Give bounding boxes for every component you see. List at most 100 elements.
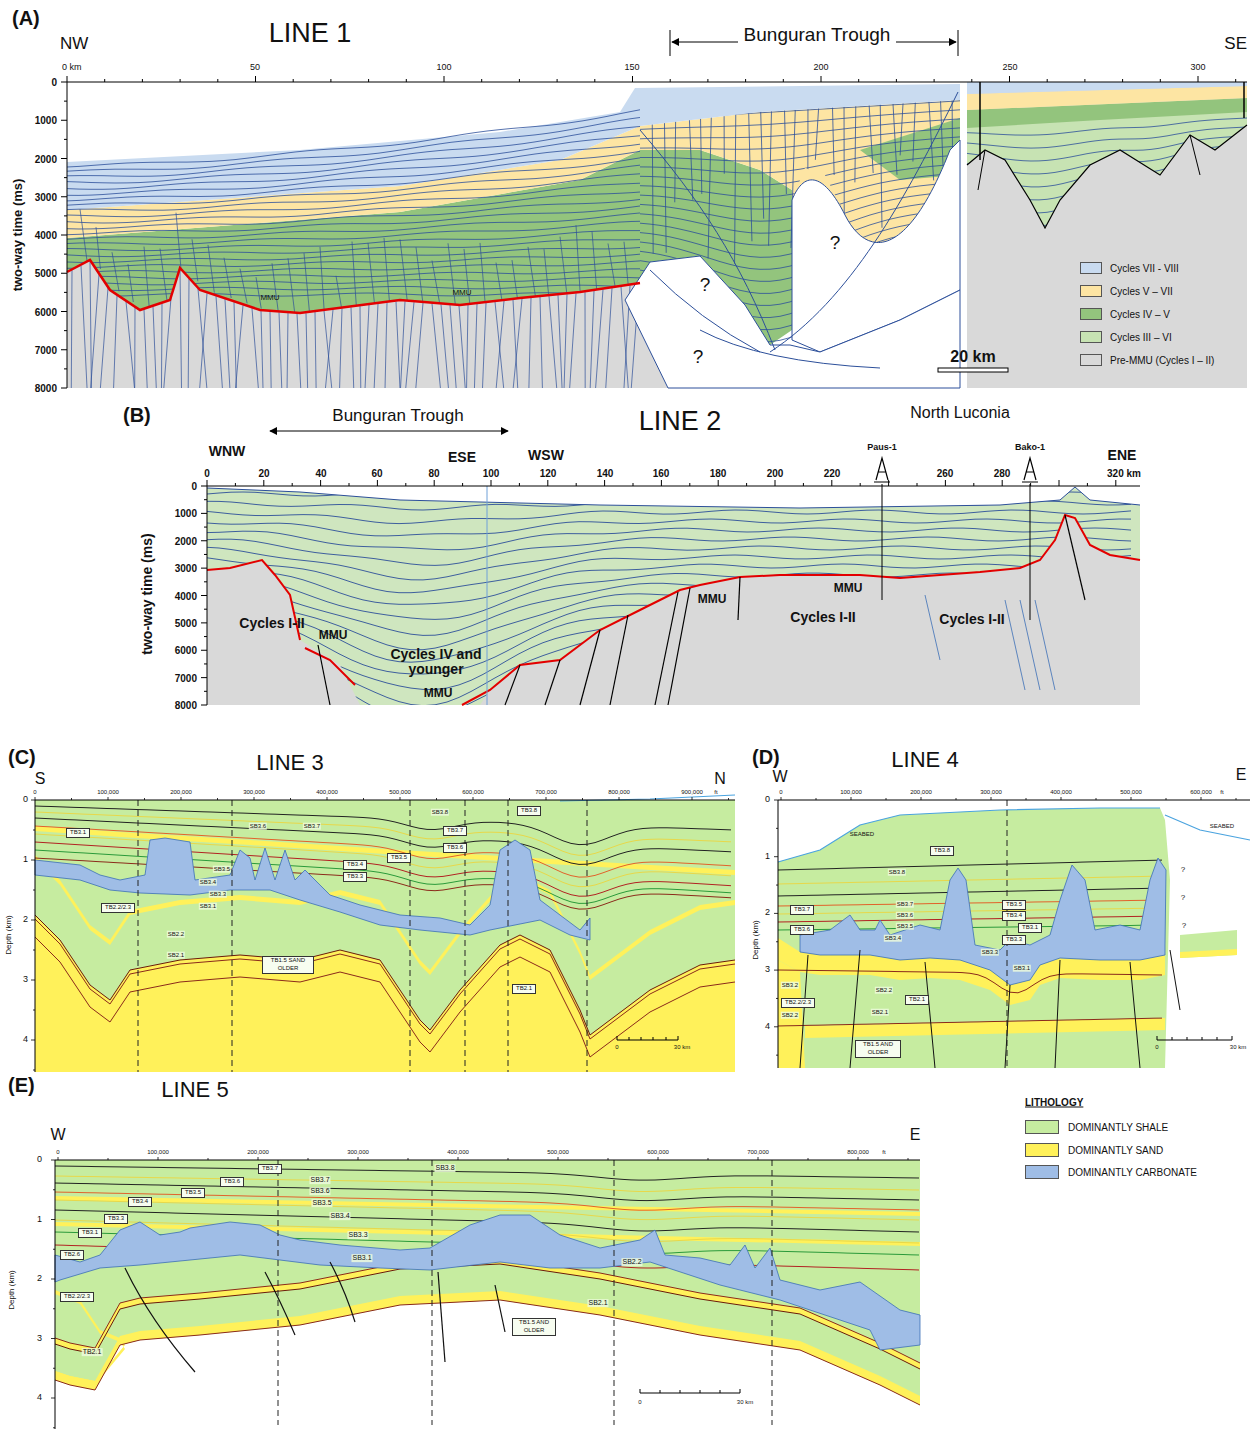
unit-name: TB2.1 (515, 985, 533, 993)
question-mark: ? (693, 347, 704, 368)
fault-line (360, 306, 362, 388)
fault-line (216, 296, 222, 388)
line-5-section (55, 1160, 920, 1429)
fault-line (760, 86, 764, 219)
legend-text: Cycles IV – V (1110, 309, 1170, 320)
tick-mark (546, 797, 547, 800)
fault-line (441, 304, 448, 388)
fault-line (71, 270, 73, 388)
unit-box: TB3.3 (104, 1214, 128, 1224)
horizon-label: MMU (452, 289, 471, 298)
fault-line (188, 279, 190, 388)
trough-bracket (670, 30, 671, 56)
tick-label: 100,000 (840, 789, 862, 796)
post-mmu-fill (207, 486, 1140, 705)
tick-mark (816, 798, 817, 800)
shale-fill (55, 1160, 920, 1405)
legend-text: DOMINANTLY CARBONATE (1068, 1167, 1197, 1178)
shale-fill (1180, 930, 1237, 958)
tick-label: 250 (1002, 63, 1017, 73)
tick-mark (619, 797, 620, 800)
unit-name: TB3.3 (346, 873, 364, 881)
fault-line (675, 86, 676, 202)
tick-mark (61, 120, 67, 121)
fault-line (650, 270, 760, 352)
direction-label: WNW (209, 444, 246, 459)
fault-line (126, 302, 134, 388)
tick-mark (973, 483, 974, 486)
horizon-label: SB2.2 (621, 1258, 642, 1266)
tick-mark (51, 1338, 55, 1339)
tick-label: 8000 (175, 700, 197, 711)
tick-label: 200,000 (170, 789, 192, 796)
direction-label: W (772, 768, 787, 786)
tick-mark (945, 480, 946, 486)
axis-title: Depth (km) (5, 915, 14, 955)
fault-line (81, 266, 87, 388)
horizon-line (967, 199, 1247, 252)
tick-mark (53, 1249, 55, 1250)
tick-mark (1030, 483, 1031, 486)
tick-label: 0 (37, 1155, 42, 1165)
seismic-reflector (207, 618, 1131, 690)
line-4-section (778, 800, 1250, 1068)
seismic-reflector (640, 137, 960, 161)
tick-label: 2000 (35, 153, 57, 164)
legend-text: Cycles VII - VIII (1110, 263, 1179, 274)
unit-label: TB2.1 (82, 1348, 103, 1356)
region-label: Bunguran Trough (744, 25, 891, 46)
tick-label: 50 (250, 63, 260, 73)
fault-line (652, 86, 653, 254)
tick-mark (53, 1189, 55, 1190)
unit-name: TB3.6 (223, 1178, 241, 1186)
well-name: Paus-1 (867, 443, 897, 453)
unit-name: TB3.3 (1005, 936, 1023, 944)
fault-line (114, 296, 117, 388)
tick-mark (509, 798, 510, 800)
tick-mark (1002, 480, 1003, 486)
fault-line (385, 303, 387, 388)
tick-mark (888, 480, 889, 486)
mmu-line (462, 515, 1140, 705)
seismic-reflector (207, 591, 1131, 650)
scale-label: 0 (638, 1399, 641, 1406)
horizon-line (35, 915, 735, 1035)
tie-line (1007, 800, 1008, 1068)
axis-line (55, 1160, 920, 1429)
tick-mark (53, 1427, 55, 1428)
horizon-line (55, 1264, 920, 1369)
tick-mark (64, 292, 67, 293)
tick-mark (821, 76, 822, 82)
unit-name: TB2.1 (908, 996, 926, 1004)
tie-line (508, 800, 509, 1072)
unit-box: TB3.1 (66, 828, 90, 838)
basin-outline (967, 125, 1247, 228)
tick-mark (71, 798, 72, 800)
tick-label: 2 (23, 915, 28, 925)
tick-label: 40 (315, 468, 326, 479)
section-fill (967, 82, 1247, 388)
unit-name: TB3.1 (69, 829, 87, 837)
tick-mark (400, 797, 401, 800)
well-symbol (1022, 458, 1038, 482)
panel-title: LINE 4 (891, 748, 958, 772)
fault-line (483, 303, 486, 388)
fault-line (261, 311, 263, 388)
tick-mark (35, 797, 36, 800)
tick-mark (718, 480, 719, 486)
well-line (882, 484, 883, 600)
unit-box: TB3.4 (128, 1197, 152, 1207)
tick-mark (775, 480, 776, 486)
horizon-line (967, 190, 1247, 239)
fault-line (396, 302, 400, 388)
fault-line (513, 299, 522, 388)
horizon-line (778, 860, 1162, 870)
tick-mark (201, 705, 207, 706)
scale-bar (617, 1036, 678, 1040)
fault-line (570, 293, 576, 388)
tick-mark (33, 950, 35, 951)
scale-bar (1157, 1036, 1232, 1040)
horizon-line (967, 208, 1247, 265)
fault-line (208, 245, 214, 293)
tick-label: 500,000 (547, 1149, 569, 1156)
